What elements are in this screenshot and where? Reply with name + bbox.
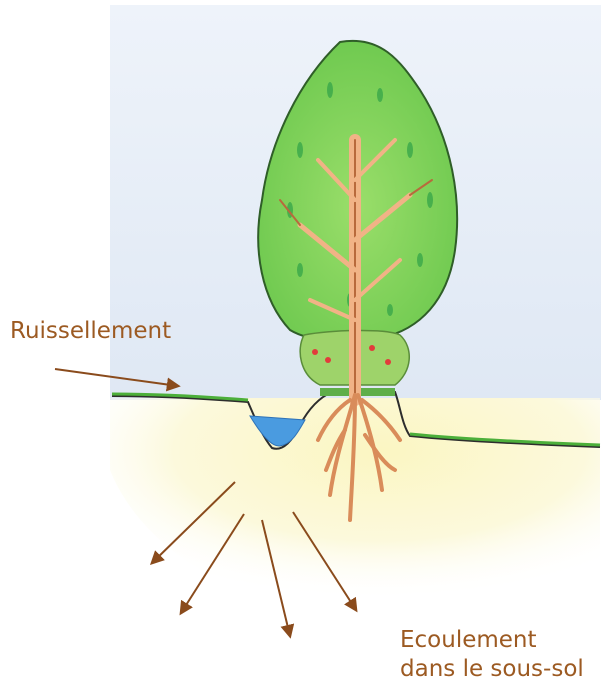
subsoil-flow-label-line1: Ecoulement (400, 626, 584, 655)
subsoil-flow-label-line2: dans le sous-sol (400, 655, 584, 684)
runoff-label: Ruissellement (10, 318, 171, 346)
subsoil-flow-label: Ecoulement dans le sous-sol (400, 626, 584, 684)
